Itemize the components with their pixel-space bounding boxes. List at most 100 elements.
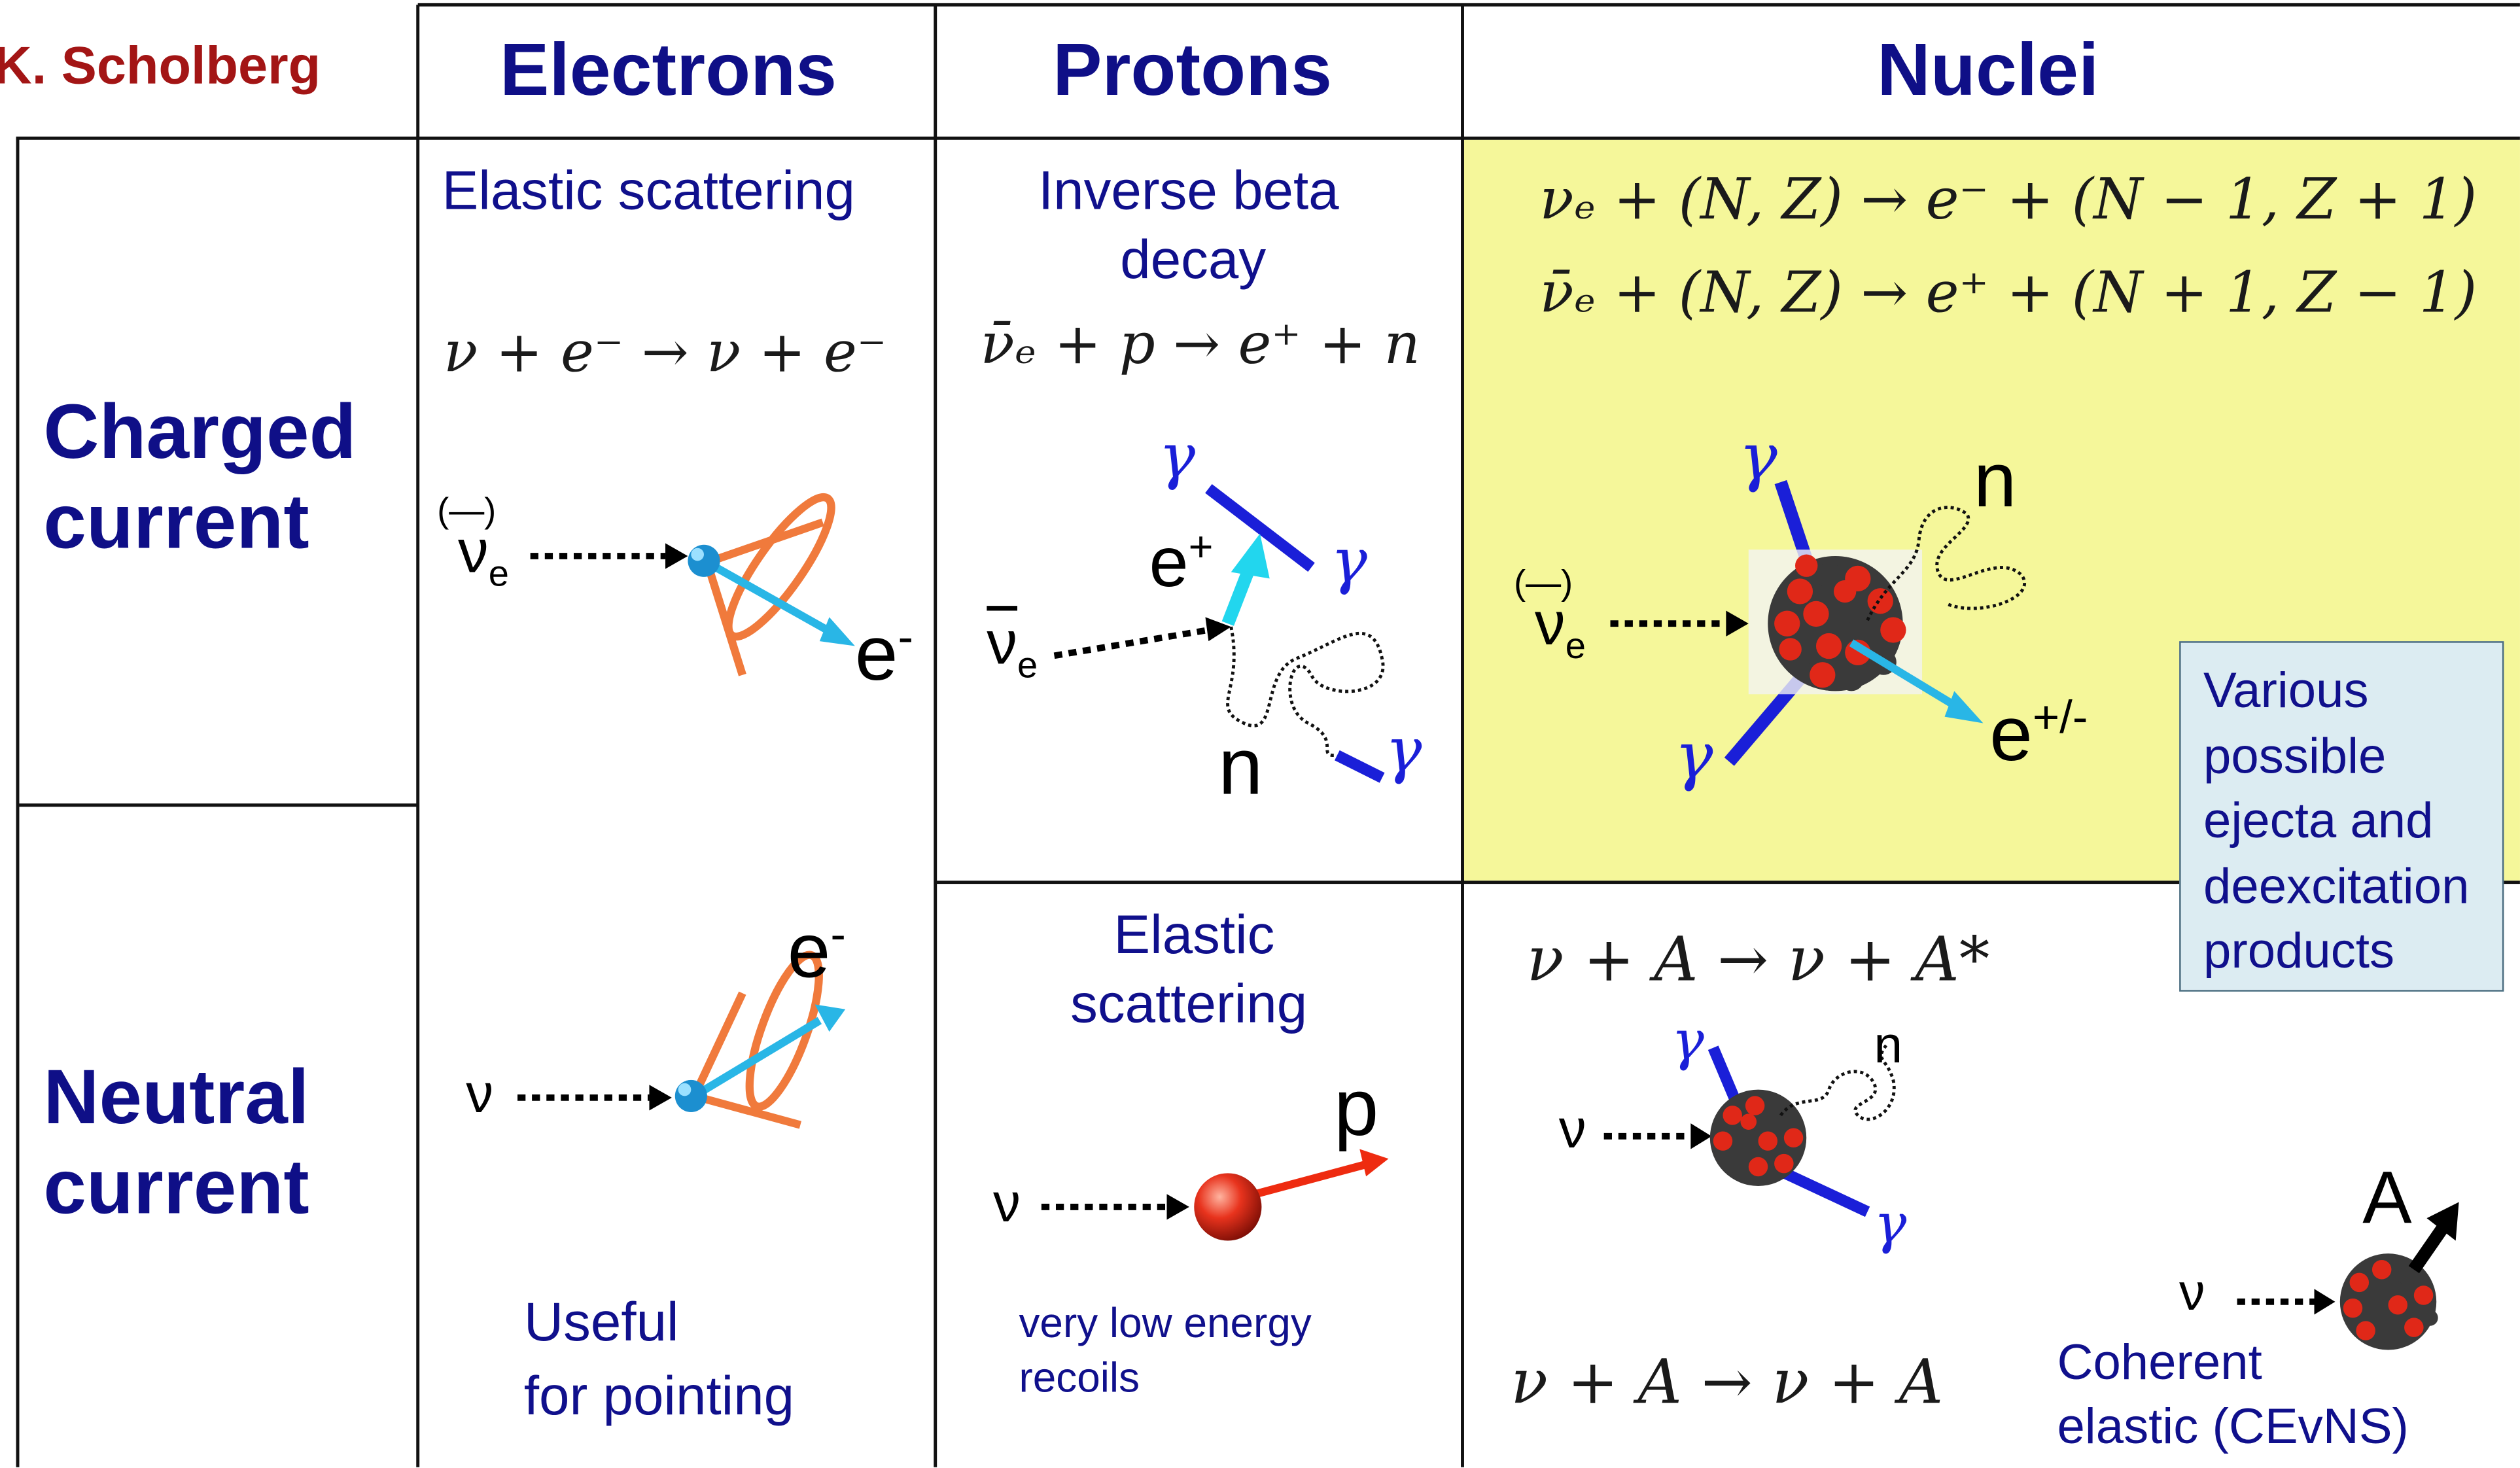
row-header-neutral: Neutral current bbox=[43, 1055, 309, 1231]
nu-symbol: ν bbox=[987, 610, 1018, 678]
target-electron bbox=[674, 1079, 707, 1112]
incoming-arrowhead bbox=[1690, 1123, 1712, 1149]
incoming-arrowhead bbox=[1166, 1194, 1189, 1220]
electrons-cc-title: Elastic scattering bbox=[442, 160, 855, 222]
nuclei-cc-gamma-2: γ bbox=[1674, 720, 1713, 794]
target-electron bbox=[691, 548, 704, 561]
recoil-arrow bbox=[2408, 1224, 2449, 1274]
protons-cc-title-line1: Inverse beta bbox=[1038, 160, 1339, 222]
nu-flavor: e bbox=[1565, 624, 1586, 667]
protons-cc-diagram bbox=[1053, 483, 1385, 783]
scatter-cone bbox=[703, 561, 746, 676]
nuclei-nc-gamma-2: γ bbox=[1874, 1192, 1907, 1257]
protons-nc-title-line1: Elastic bbox=[1113, 905, 1275, 966]
protons-cc-equation: ν̄ₑ + p → e⁺ + n bbox=[980, 313, 1420, 378]
recoil-arrowhead bbox=[2426, 1202, 2459, 1241]
target-electron bbox=[688, 544, 720, 577]
header-protons: Protons bbox=[1053, 27, 1332, 111]
cevns-diagram bbox=[2237, 1202, 2459, 1350]
cevns-recoil-label: A bbox=[2362, 1155, 2412, 1240]
target-electron bbox=[678, 1083, 691, 1096]
protons-nc-proton: p bbox=[1333, 1062, 1379, 1153]
scatter-cone bbox=[745, 951, 823, 1111]
electron-arrow bbox=[692, 1017, 822, 1100]
charge-sign: - bbox=[830, 909, 846, 962]
incoming-arrowhead bbox=[1205, 617, 1231, 642]
electrons-note-line2: for pointing bbox=[523, 1366, 795, 1427]
nuclei-cc-gamma-1: γ bbox=[1739, 421, 1777, 495]
electrons-cc-diagram bbox=[530, 493, 855, 676]
nuclei-cc-diagram bbox=[1610, 480, 2026, 766]
incoming-arrowhead bbox=[649, 1085, 672, 1111]
protons-cc-title-line2: decay bbox=[1120, 230, 1267, 291]
protons-nc-note-line1: very low energy bbox=[1019, 1298, 1312, 1347]
electron-arrowhead bbox=[1944, 691, 1984, 724]
nuclei-nc-neutron: n bbox=[1874, 1015, 1903, 1074]
gamma-line bbox=[1335, 750, 1385, 783]
nu-flavor: e bbox=[1017, 644, 1038, 686]
electron-arrowhead bbox=[819, 617, 855, 646]
nucleus-cluster bbox=[2339, 1253, 2438, 1350]
cevns-nu: ν bbox=[2179, 1263, 2205, 1321]
nuclei-nc-diagram bbox=[1603, 1043, 1896, 1217]
nu-symbol: ν bbox=[458, 519, 489, 587]
protons-gamma-3: γ bbox=[1385, 715, 1422, 786]
protons-nc-title-line2: scattering bbox=[1070, 973, 1308, 1036]
electrons-cc-outgoing: e- bbox=[855, 611, 913, 699]
charge-sign: + bbox=[1188, 522, 1214, 571]
cevns-label-line2: elastic (CEvNS) bbox=[2057, 1398, 2409, 1455]
protons-nc-note-line2: recoils bbox=[1019, 1353, 1140, 1402]
gamma-line bbox=[1205, 483, 1315, 572]
neutron-path bbox=[1866, 506, 2026, 621]
nuclei-cc-bar: (—) bbox=[1514, 562, 1573, 603]
nuclei-cc-equation-2: ν̄ₑ + (N, Z) → e⁺ + (N + 1, Z − 1) bbox=[1539, 262, 2477, 326]
electrons-nc-nu: ν bbox=[466, 1064, 494, 1125]
scatter-cone bbox=[693, 1092, 802, 1129]
positron-label: e bbox=[1149, 523, 1189, 603]
header-nuclei: Nuclei bbox=[1877, 27, 2099, 111]
electron-label: e bbox=[787, 909, 831, 995]
scatter-cone bbox=[705, 518, 824, 567]
target-proton bbox=[1194, 1173, 1262, 1241]
charge-sign: +/- bbox=[2032, 692, 2088, 744]
electron-arrowhead bbox=[814, 1004, 846, 1032]
electrons-cc-nu: νe bbox=[458, 519, 509, 595]
electrons-nc-diagram bbox=[517, 951, 846, 1129]
nuclei-nc-gamma-1: γ bbox=[1671, 1009, 1704, 1074]
nuclei-cc-outgoing: e+/- bbox=[1989, 691, 2088, 779]
electron-arrow bbox=[1849, 639, 1960, 711]
protons-cc-neutron: n bbox=[1218, 722, 1263, 812]
protons-nc-nu: ν bbox=[993, 1173, 1021, 1234]
nuclei-nc-equation-2: ν + A → ν + A bbox=[1511, 1346, 1944, 1418]
row-header-charged: Charged current bbox=[43, 390, 357, 566]
nuclei-cc-equation-1: νₑ + (N, Z) → e⁻ + (N − 1, Z + 1) bbox=[1539, 168, 2477, 234]
nuclei-nc-equation-1: ν + A → ν + A* bbox=[1526, 924, 1990, 995]
electrons-nc-outgoing: e- bbox=[788, 908, 846, 996]
lepton-label: e bbox=[1989, 692, 2033, 778]
positron-arrowhead bbox=[1231, 533, 1270, 579]
nu-flavor: e bbox=[488, 552, 509, 594]
incoming-neutrino-line bbox=[1053, 627, 1210, 659]
incoming-arrowhead bbox=[1726, 610, 1749, 637]
scatter-cone bbox=[724, 493, 835, 641]
neutron-path bbox=[1226, 626, 1385, 758]
incoming-arrowhead bbox=[665, 543, 688, 569]
cevns-label-line1: Coherent bbox=[2057, 1333, 2262, 1390]
electrons-note-line1: Useful bbox=[523, 1292, 679, 1354]
protons-cc-positron: e+ bbox=[1149, 522, 1213, 603]
nuclei-cc-nu: νe bbox=[1535, 591, 1586, 668]
proton-arrow bbox=[1236, 1159, 1371, 1203]
protons-gamma-2: γ bbox=[1331, 525, 1367, 597]
nuclei-cc-neutron: n bbox=[1973, 438, 2017, 524]
protons-nc-diagram bbox=[1041, 1149, 1389, 1241]
header-electrons: Electrons bbox=[500, 27, 837, 111]
nuclei-callout: Various possible ejecta and deexcitation… bbox=[2179, 641, 2504, 992]
electron-label: e bbox=[854, 612, 898, 698]
nu-symbol: ν bbox=[1535, 591, 1566, 659]
scatter-cone bbox=[690, 991, 746, 1098]
protons-cc-nu: νe bbox=[987, 611, 1038, 688]
charge-sign: - bbox=[898, 612, 914, 664]
electrons-cc-equation: ν + e⁻ → ν + e⁻ bbox=[444, 321, 887, 386]
